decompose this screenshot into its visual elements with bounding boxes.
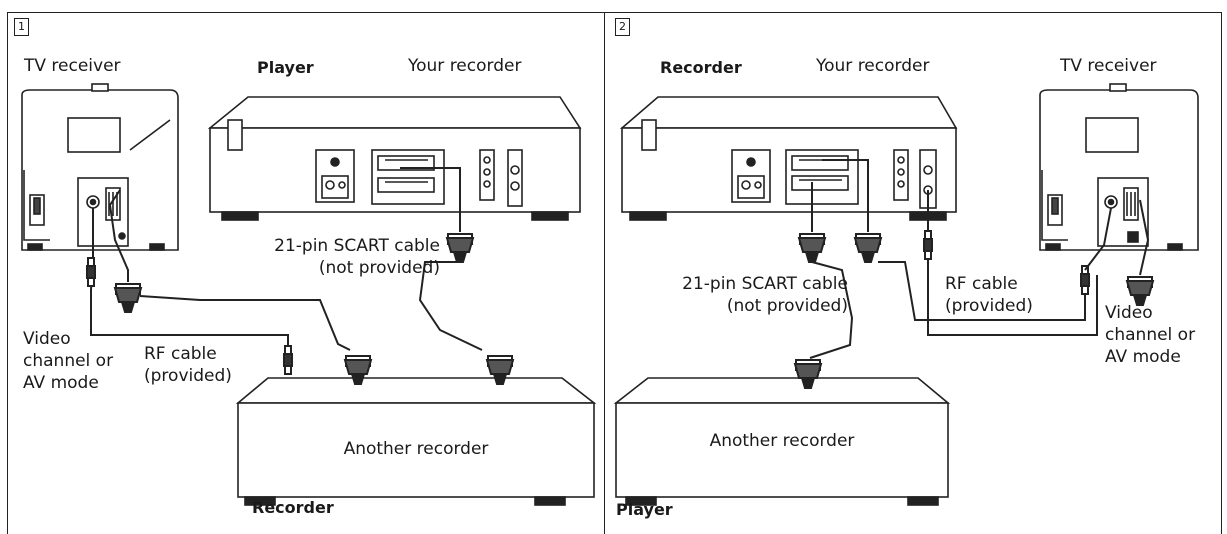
your-recorder-2 [619,96,958,221]
video-channel-label-line1: Video [1105,303,1153,323]
player-label: Player [257,58,314,77]
another-recorder-1 [235,377,597,506]
your-recorder-label: Your recorder [408,56,522,76]
scart-cable-note: (not provided) [726,296,848,316]
rf-cable-note: (provided) [144,366,232,386]
video-channel-label-line2: channel or [1105,325,1196,345]
panel-number-badge: 1 [14,18,29,36]
role-label: Player [616,500,673,519]
scart-cable-label: 21-pin SCART cable [274,236,440,256]
video-channel-label-line1: Video [23,329,71,349]
cables-1 [86,167,514,385]
another-recorder-label: Another recorder [709,431,855,451]
another-recorder-label: Another recorder [343,439,489,459]
tv-receiver-label: TV receiver [1060,56,1157,76]
tv-receiver-label: TV receiver [24,56,121,76]
tv-receiver-2 [1039,83,1199,251]
scart-cable-label: 21-pin SCART cable [682,274,848,294]
panel-1 [7,12,605,534]
recorder-label: Recorder [660,58,742,77]
rf-cable-label: RF cable [144,344,217,364]
panel-number-badge: 2 [615,18,630,36]
rf-cable-note: (provided) [945,296,1033,316]
cables-2 [794,159,1154,389]
rf-cable-label: RF cable [945,274,1018,294]
video-channel-label-line3: AV mode [1105,347,1181,367]
panel-2 [604,12,1222,534]
role-label: Recorder [252,498,334,517]
video-channel-label-line2: channel or [23,351,114,371]
scart-cable-note: (not provided) [318,258,440,278]
another-recorder-2 [613,377,951,506]
your-recorder-1 [207,96,582,221]
video-channel-label-line3: AV mode [23,373,99,393]
tv-receiver-1 [21,83,179,251]
your-recorder-label: Your recorder [816,56,930,76]
